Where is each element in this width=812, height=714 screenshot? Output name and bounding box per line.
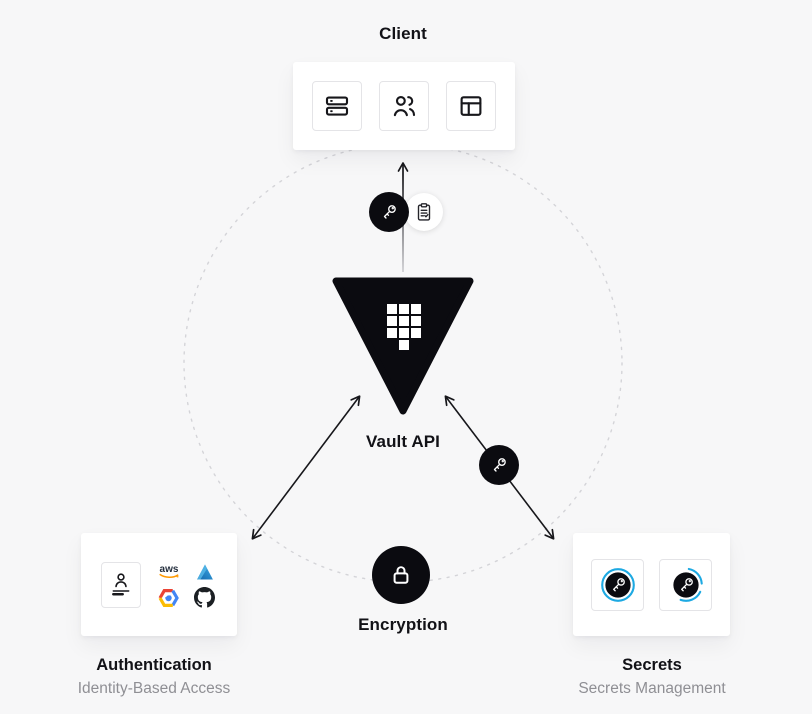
clipboard-check-icon xyxy=(417,203,431,221)
static-secrets-key-icon xyxy=(600,567,635,602)
aws-icon: aws xyxy=(156,560,182,583)
secrets-title: Secrets xyxy=(622,656,682,674)
github-icon xyxy=(192,586,218,609)
encryption-badge xyxy=(372,546,430,604)
client-arrow-clipboard-badge xyxy=(405,193,443,231)
window-layout-icon xyxy=(460,96,482,116)
authentication-title: Authentication xyxy=(96,656,212,674)
client-tile-layout xyxy=(446,81,496,131)
secrets-subtitle: Secrets Management xyxy=(578,680,726,697)
dynamic-secrets-tile xyxy=(659,558,712,611)
vault-triangle-logo xyxy=(332,277,474,415)
arrow-vault-authentication xyxy=(251,395,361,540)
userpass-tile xyxy=(100,561,141,608)
secrets-arrow-key-badge xyxy=(479,445,519,485)
auth-provider-logos: aws xyxy=(156,560,218,609)
client-tile-server xyxy=(312,81,362,131)
encryption-label: Encryption xyxy=(358,615,448,634)
azure-icon xyxy=(192,560,218,583)
client-card xyxy=(293,62,515,150)
client-tile-users xyxy=(379,81,429,131)
key-icon xyxy=(493,458,506,472)
dynamic-secrets-key-icon xyxy=(672,567,703,602)
google-cloud-icon xyxy=(156,586,182,609)
vault-api-label: Vault API xyxy=(366,432,440,451)
userpass-icon xyxy=(111,572,129,595)
static-secrets-tile xyxy=(591,558,644,611)
client-arrow-key-badge xyxy=(369,192,409,232)
authentication-card: aws xyxy=(81,533,237,636)
server-stack-icon xyxy=(325,96,349,116)
aws-wordmark: aws xyxy=(159,564,178,575)
users-icon xyxy=(393,95,416,117)
secrets-card xyxy=(573,533,730,636)
secrets-caption: Secrets Secrets Management xyxy=(527,655,777,699)
client-title: Client xyxy=(379,24,427,43)
dotted-boundary-circle xyxy=(183,143,623,583)
lock-icon xyxy=(393,566,409,584)
authentication-caption: Authentication Identity-Based Access xyxy=(31,655,277,699)
authentication-subtitle: Identity-Based Access xyxy=(77,680,231,697)
key-icon xyxy=(383,205,396,219)
